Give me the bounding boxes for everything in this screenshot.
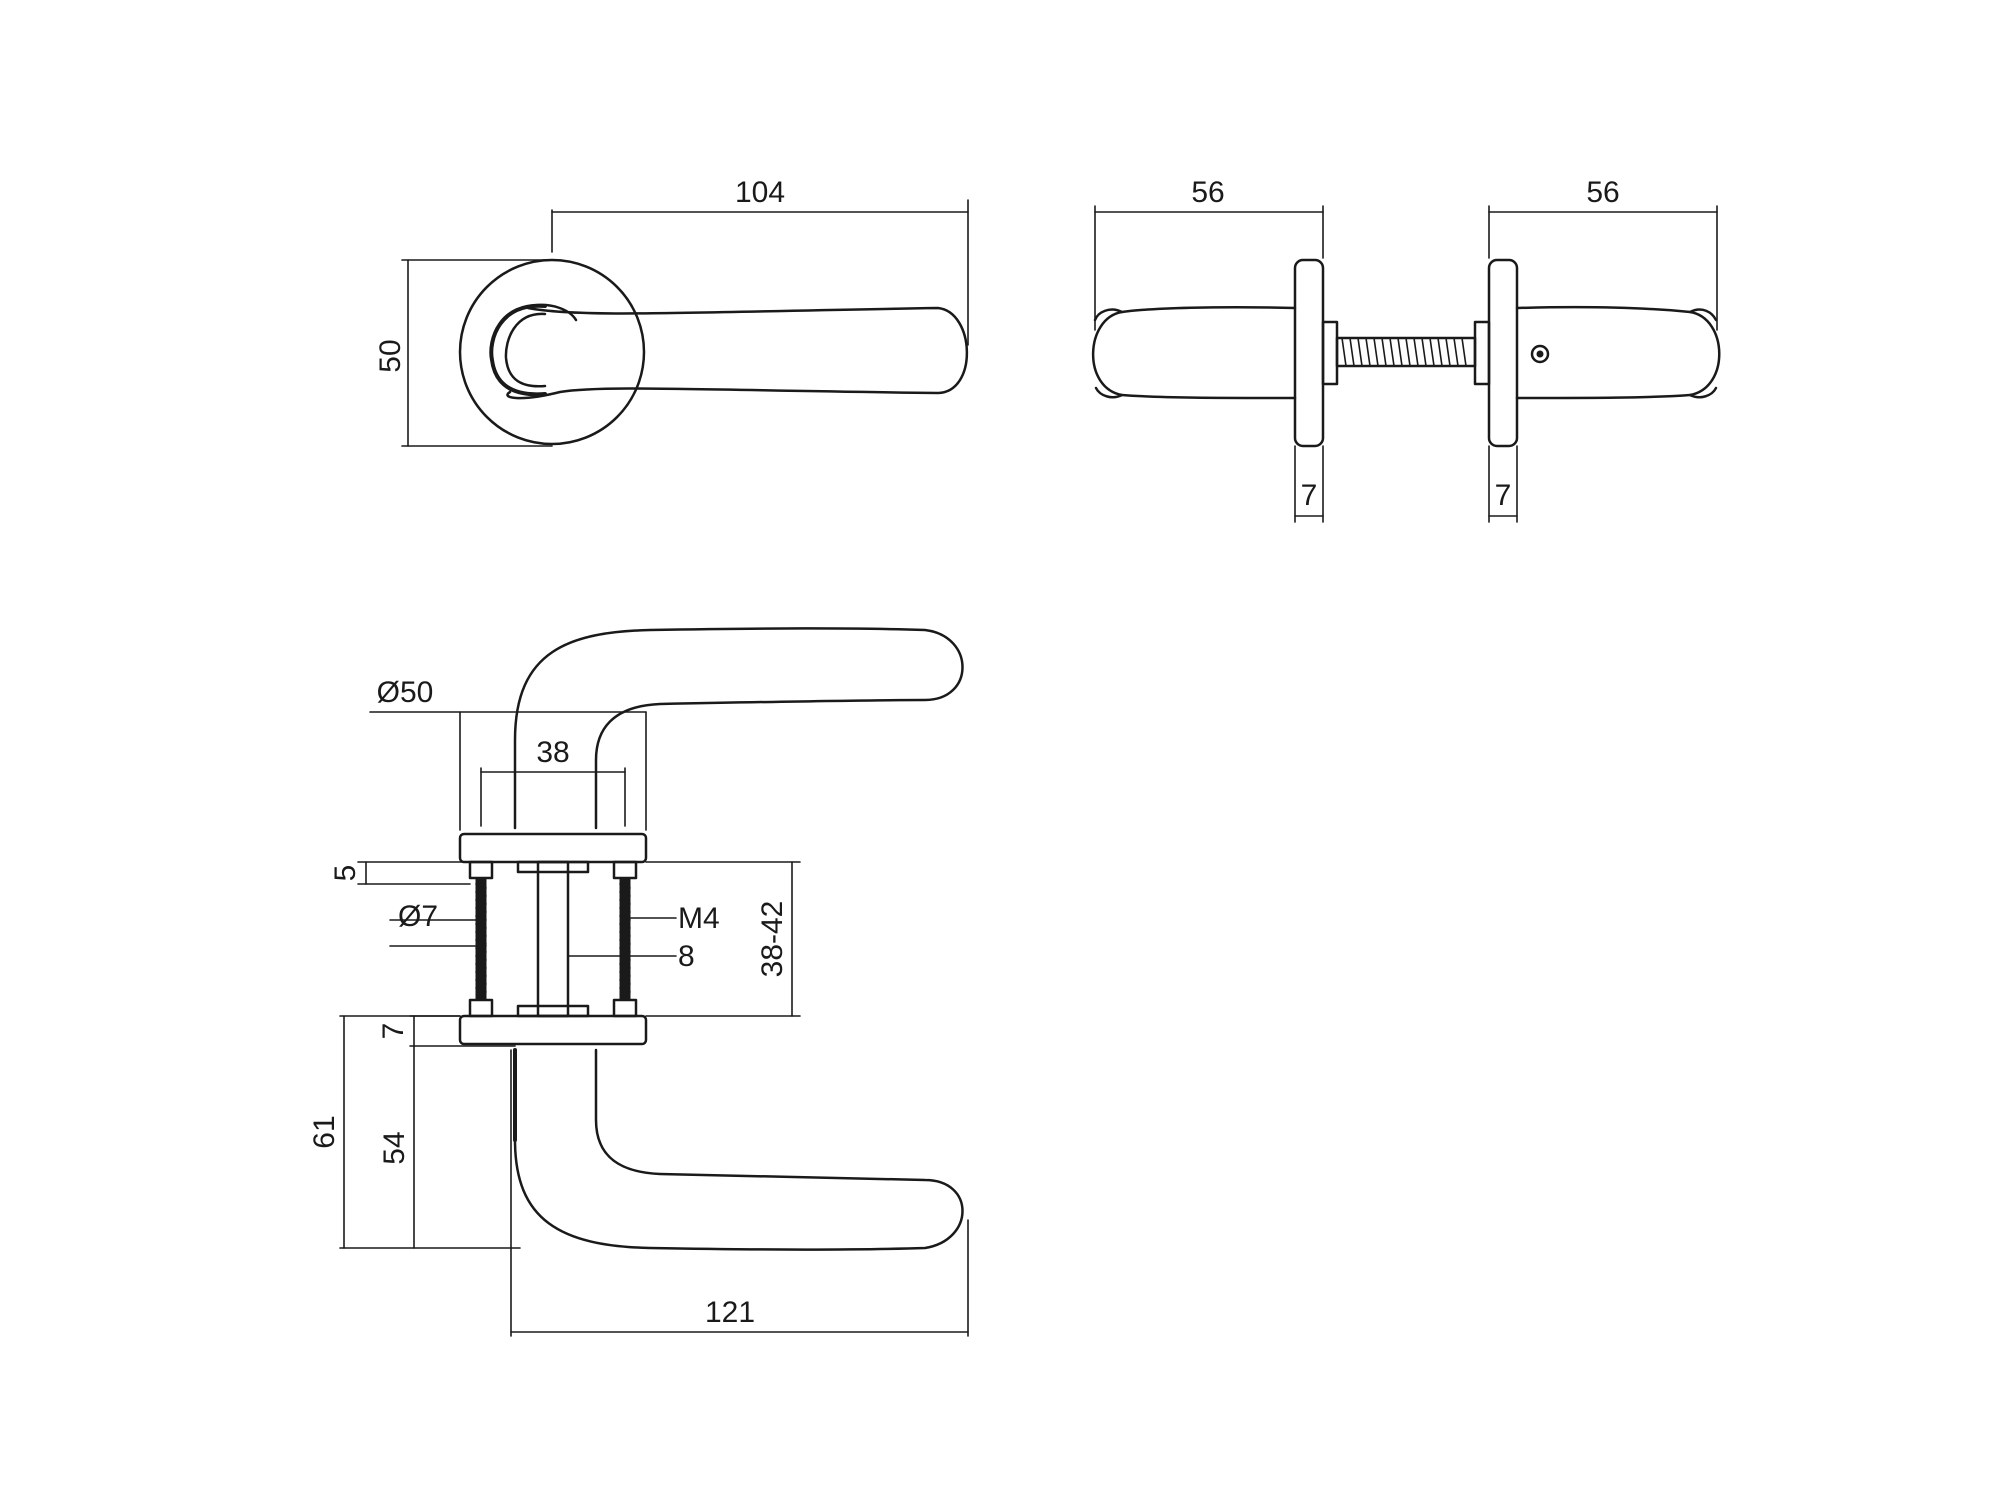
section-upper-rose xyxy=(458,832,648,864)
side-right-lever-tip2 xyxy=(1688,386,1718,399)
side-right-nut xyxy=(1473,320,1491,386)
section-upper-lever xyxy=(513,627,964,830)
side-right-rose xyxy=(1487,258,1519,448)
side-left-lever-tip xyxy=(1093,308,1124,322)
side-left-nut xyxy=(1321,320,1339,386)
section-view: Ø50 38 5 Ø7 M4 8 38-42 7 xyxy=(308,627,969,1337)
side-dim-7-left-label: 7 xyxy=(1301,479,1318,512)
section-dim-3842-label: 38-42 xyxy=(756,901,789,978)
section-spindle-bottom-plate xyxy=(516,1004,590,1018)
section-dim-7-label: 7 xyxy=(377,1023,410,1040)
front-lever xyxy=(506,306,969,400)
side-dim-56-right-label: 56 xyxy=(1586,176,1619,209)
front-view: 104 50 xyxy=(374,176,969,447)
front-neck-inner xyxy=(504,312,547,388)
side-grub-screw-icon xyxy=(1530,344,1550,364)
section-dim-61-label: 61 xyxy=(308,1115,341,1148)
side-left-lever-tip2 xyxy=(1094,386,1124,399)
section-lower-lever xyxy=(513,1048,964,1251)
side-dim-7-right-label: 7 xyxy=(1495,479,1512,512)
section-left-screw-shaft xyxy=(475,877,487,1001)
section-dim-54-label: 54 xyxy=(378,1131,411,1164)
section-dim-d7-label: Ø7 xyxy=(398,900,438,933)
side-dim-56-left-label: 56 xyxy=(1191,176,1224,209)
front-rose xyxy=(458,258,646,446)
side-view: 56 56 7 7 xyxy=(1091,176,1721,523)
side-spindle-thread xyxy=(1341,337,1467,367)
side-right-lever-tip xyxy=(1688,308,1718,322)
front-dim-50-label: 50 xyxy=(374,339,407,372)
section-right-screw-head-bottom xyxy=(612,998,638,1018)
side-right-lever xyxy=(1515,305,1721,400)
section-spindle xyxy=(536,860,570,1018)
section-dim-121-label: 121 xyxy=(705,1296,755,1329)
front-dim-104-label: 104 xyxy=(735,176,785,209)
section-spindle-top-plate xyxy=(516,860,590,874)
side-left-rose xyxy=(1293,258,1325,448)
section-dim-38-label: 38 xyxy=(536,736,569,769)
section-right-screw-thread xyxy=(619,883,631,993)
section-8-label: 8 xyxy=(678,940,695,973)
section-lower-rose xyxy=(458,1014,648,1046)
section-right-screw-shaft xyxy=(619,877,631,1001)
section-right-screw-head-top xyxy=(612,860,638,880)
section-left-screw-head-bottom xyxy=(468,998,494,1018)
section-m4-label: M4 xyxy=(678,902,720,935)
side-left-lever xyxy=(1091,305,1297,400)
section-dim-5-label: 5 xyxy=(329,865,362,882)
section-left-screw-head-top xyxy=(468,860,494,880)
front-neck-outer xyxy=(489,303,547,397)
front-neck-cap xyxy=(528,303,578,322)
section-left-screw-thread xyxy=(475,883,487,993)
side-grub-screw-center xyxy=(1536,350,1544,358)
section-dim-d50-label: Ø50 xyxy=(377,676,434,709)
